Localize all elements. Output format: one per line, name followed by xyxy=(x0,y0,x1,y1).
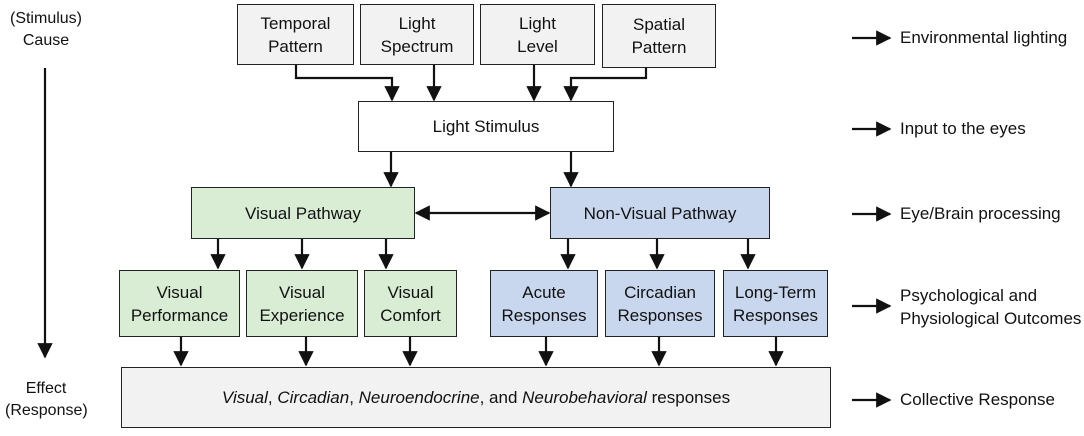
light-level-line1: Light xyxy=(519,13,556,33)
effect-label: Effect (Response) xyxy=(5,378,88,422)
circadian-responses-line2: Responses xyxy=(617,305,703,325)
collective-neurobehavioral: Neurobehavioral xyxy=(522,388,647,407)
light-spectrum-line2: Spectrum xyxy=(380,36,454,56)
temporal-pattern-line2: Pattern xyxy=(268,36,323,56)
visual-performance-line1: Visual xyxy=(156,282,203,302)
collective-sep1: , xyxy=(267,388,278,407)
collective-sep3: , and xyxy=(479,388,523,407)
visual-performance-line2: Performance xyxy=(130,305,229,325)
light-stimulus-box: Light Stimulus xyxy=(358,101,614,152)
spatial-pattern-line1: Spatial xyxy=(633,15,685,34)
outcomes-label: Psychological and Physiological Outcomes xyxy=(900,284,1081,330)
visual-experience-line2: Experience xyxy=(259,305,345,325)
visual-experience-line1: Visual xyxy=(279,282,325,302)
cause-line2: Cause xyxy=(22,32,70,49)
acute-responses-line2: Responses xyxy=(501,305,587,325)
nonvisual-pathway-box: Non-Visual Pathway xyxy=(550,187,770,239)
environmental-lighting-label: Environmental lighting xyxy=(900,28,1068,47)
light-spectrum-line1: Light xyxy=(398,13,436,33)
eye-brain-processing-label: Eye/Brain processing xyxy=(900,204,1061,223)
collective-tail: responses xyxy=(646,388,731,407)
temporal-pattern-line1: Temporal xyxy=(260,13,331,33)
spatial-pattern-line2: Pattern xyxy=(631,38,687,57)
visual-pathway-box: Visual Pathway xyxy=(191,187,415,239)
collective-neuroendocrine: Neuroendocrine xyxy=(358,388,480,407)
long-term-responses-line1: Long-Term xyxy=(734,282,817,302)
input-to-eyes-label: Input to the eyes xyxy=(900,119,1026,138)
cause-line1: (Stimulus) xyxy=(9,10,82,27)
visual-comfort-line2: Comfort xyxy=(380,305,441,325)
collective-circadian: Circadian xyxy=(277,388,350,407)
collective-responses-box: Visual, Circadian, Neuroendocrine, and N… xyxy=(121,367,831,428)
effect-line2: (Response) xyxy=(5,402,88,419)
cause-label: (Stimulus) Cause xyxy=(5,8,87,52)
collective-responses-text: Visual, Circadian, Neuroendocrine, and N… xyxy=(222,386,730,409)
visual-comfort-line1: Visual xyxy=(387,282,434,302)
collective-response-label: Collective Response xyxy=(900,390,1055,409)
effect-line1: Effect xyxy=(25,380,67,397)
outcomes-line1: Psychological and xyxy=(900,286,1038,305)
outcomes-line2: Physiological Outcomes xyxy=(900,309,1082,328)
circadian-responses-line1: Circadian xyxy=(624,282,696,302)
light-level-line2: Level xyxy=(517,36,558,56)
collective-sep2: , xyxy=(349,388,359,407)
collective-visual: Visual xyxy=(221,388,268,407)
long-term-responses-line2: Responses xyxy=(732,305,819,325)
acute-responses-line1: Acute xyxy=(522,282,566,302)
